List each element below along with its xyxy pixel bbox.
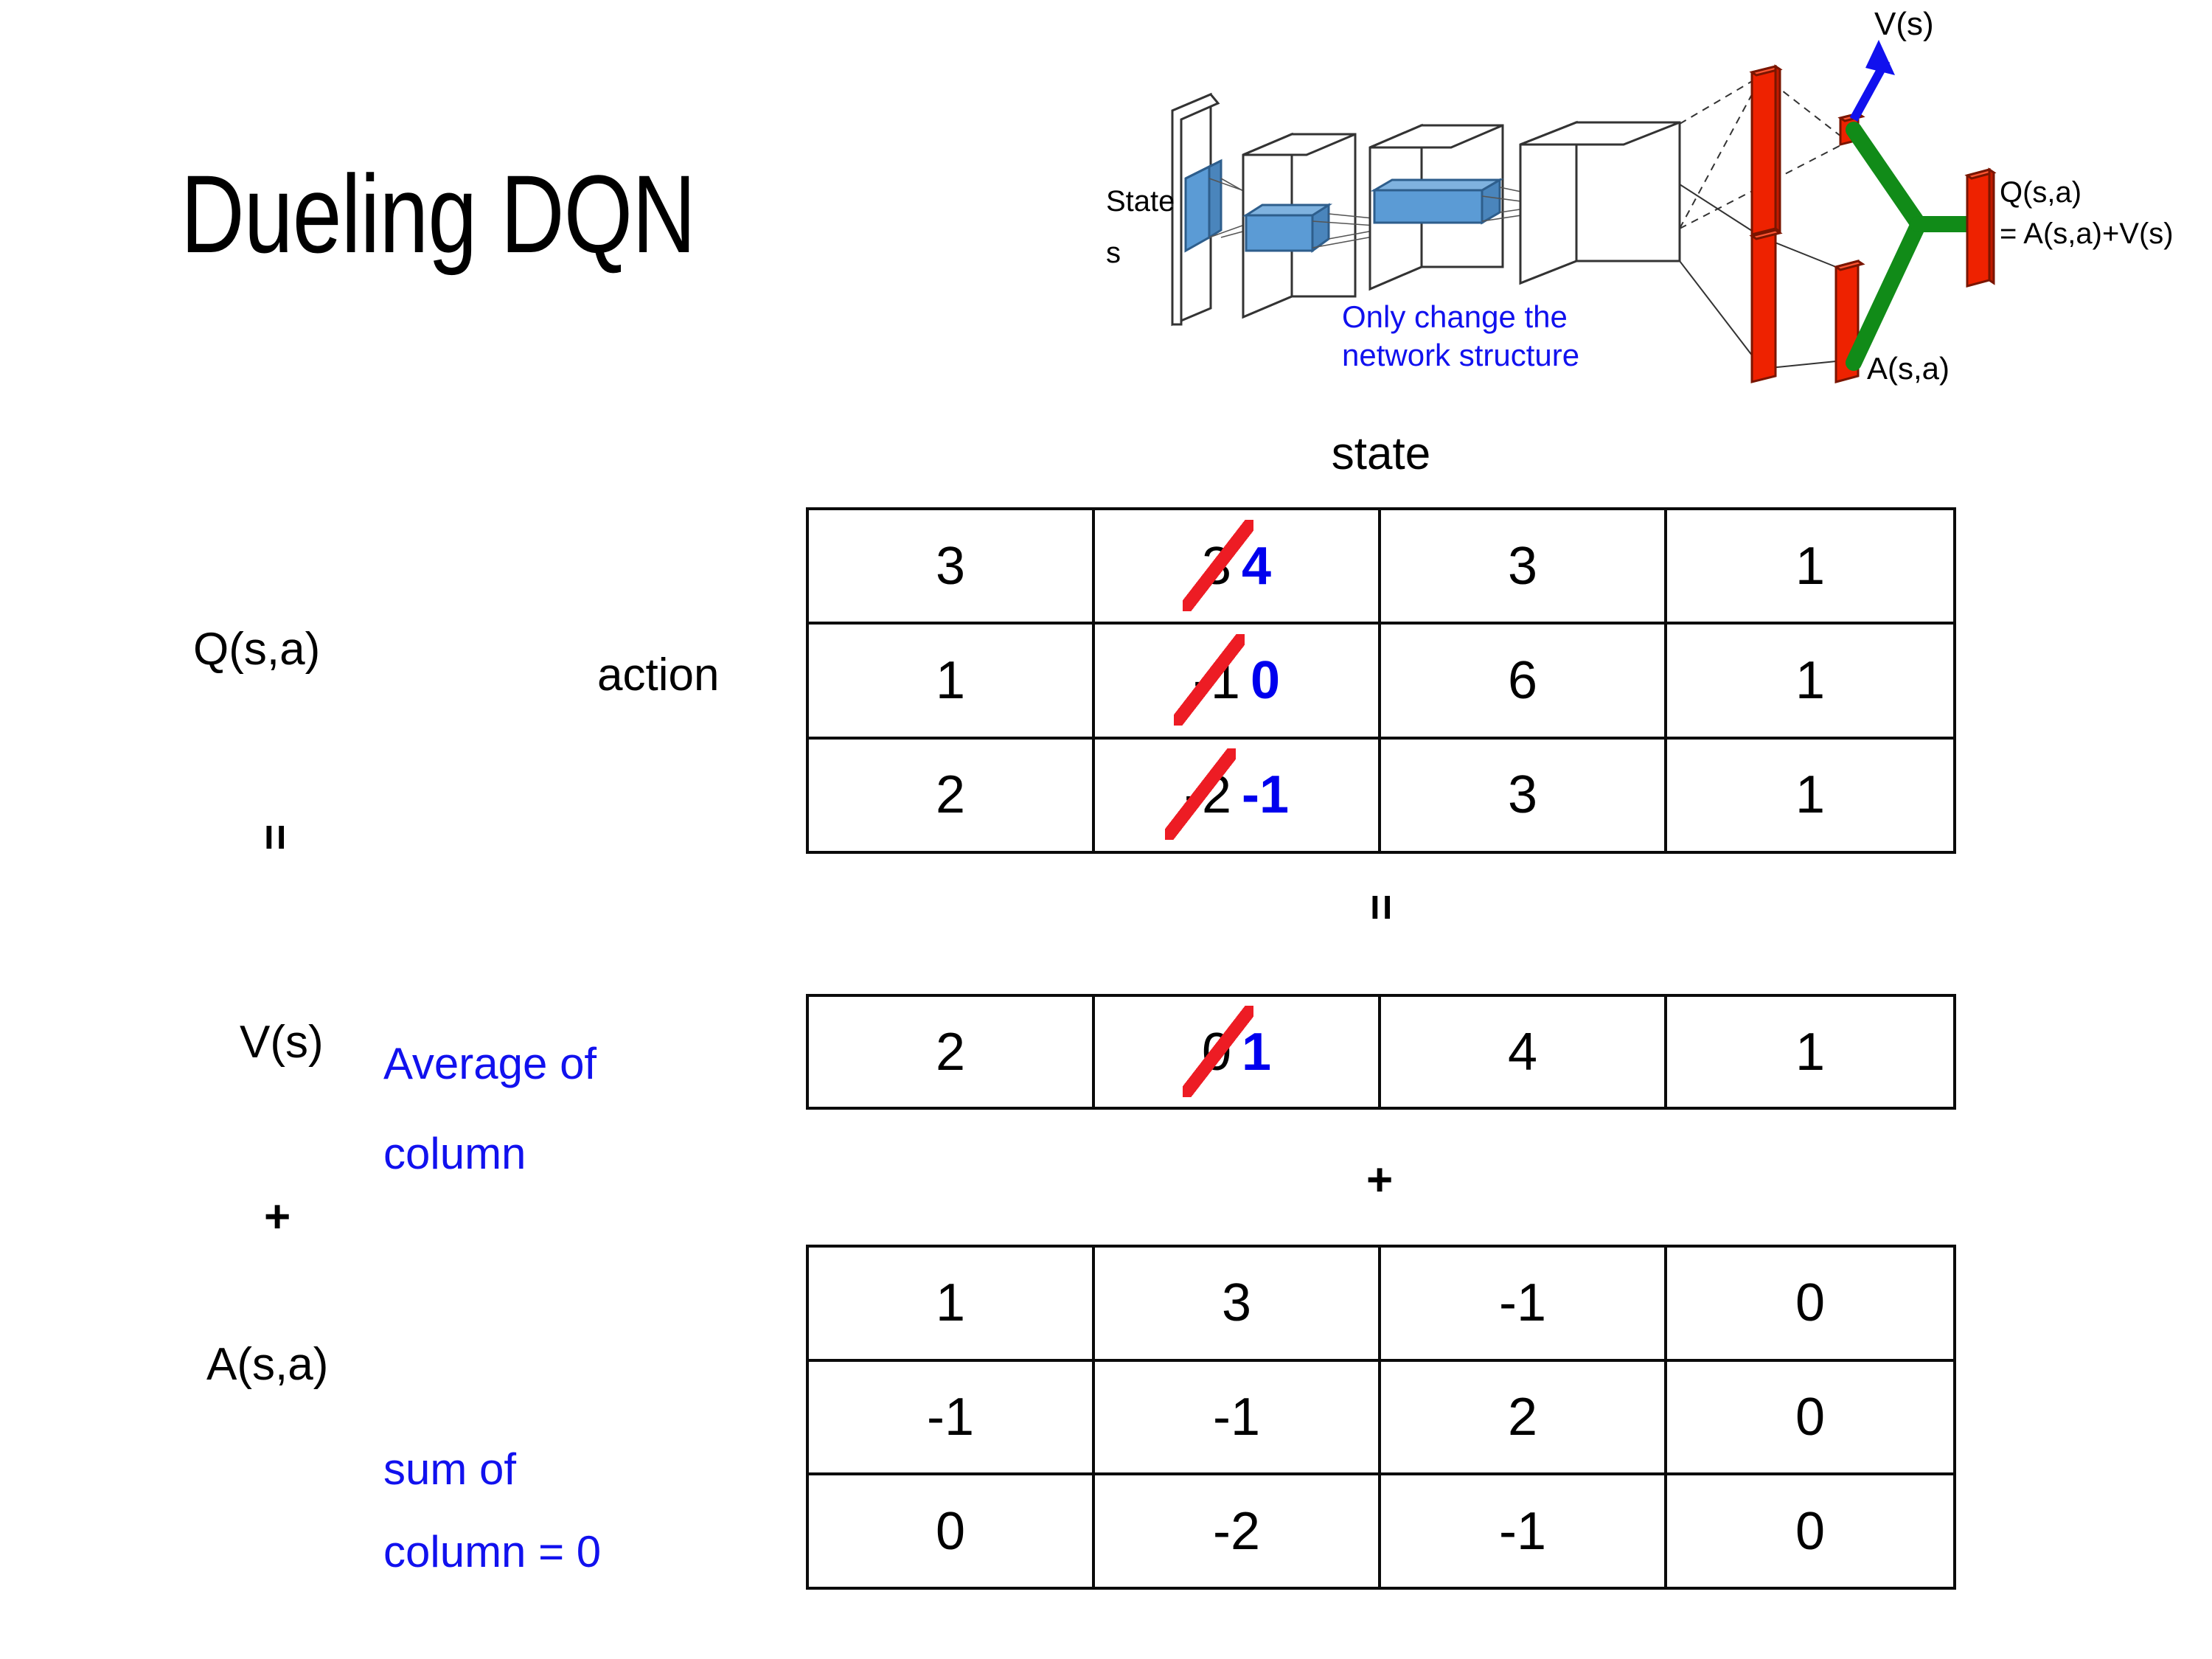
network-svg (1171, 40, 1997, 383)
a-cell-r1c3: 0 (1667, 1362, 1953, 1476)
plus-between-v-and-a: + (1366, 1155, 1394, 1206)
a-row-label: A(s,a) (206, 1339, 329, 1390)
q-cell-r1c1: -1 0 (1095, 625, 1381, 740)
feature-bar-2-icon (1370, 178, 1504, 225)
q-cell-r1c0: 1 (809, 625, 1095, 740)
v-row-label: V(s) (240, 1017, 324, 1068)
v-table: 2 0 1 4 1 (806, 994, 1956, 1110)
q-cell-r1c1-new: 0 (1250, 650, 1281, 710)
dueling-network-diagram: State s Only change the network structur… (1099, 7, 2212, 406)
a-cell-r1c2: 2 (1381, 1361, 1667, 1476)
a-cell-r2c1: -2 (1095, 1475, 1381, 1587)
a-cell-r0c2: -1 (1381, 1248, 1667, 1362)
page-title: Dueling DQN (181, 152, 696, 276)
equals-between-q-and-v: = (1355, 894, 1407, 921)
state-label-line2: s (1106, 237, 1121, 269)
q-cell-r1c2: 6 (1381, 625, 1667, 740)
v-cell-c0: 2 (809, 997, 1095, 1107)
q-cell-r2c1-new: -1 (1242, 765, 1290, 825)
q-cell-r2c1: -2 -1 (1095, 739, 1381, 851)
v-cell-c1-old: 0 (1182, 1005, 1254, 1097)
v-cell-c2: 4 (1381, 997, 1667, 1107)
v-output-label: V(s) (1874, 6, 1934, 42)
input-patch-icon (1184, 159, 1222, 253)
advantage-bar-icon (1749, 229, 1783, 383)
equals-q-decomposition: = (249, 824, 301, 851)
v-cell-c3: 1 (1795, 1022, 1826, 1082)
a-cell-r1c0: -1 (809, 1361, 1095, 1476)
q-cell-r1c3: 1 (1667, 625, 1953, 740)
conv-block-3-icon (1519, 120, 1681, 285)
q-cell-r0c1-old: 3 (1182, 519, 1254, 611)
note-line1: Only change the (1342, 299, 1568, 334)
q-cell-r0c2: 3 (1381, 510, 1667, 625)
state-axis-label: state (1331, 428, 1431, 479)
a-cell-r2c2: -1 (1381, 1475, 1667, 1587)
q-output-bar-icon (1964, 167, 1997, 288)
note-line2: network structure (1342, 338, 1580, 372)
feature-bar-1-icon (1242, 203, 1333, 253)
q-cell-r2c0: 2 (809, 739, 1095, 851)
q-cell-r0c0: 3 (809, 510, 1095, 625)
q-row-label: Q(s,a) (193, 624, 321, 675)
q-cell-r0c3: 1 (1667, 510, 1953, 625)
q-output-label-line2: = A(s,a)+V(s) (2000, 218, 2174, 250)
a-cell-r0c3: 0 (1667, 1248, 1953, 1362)
a-cell-r1c1: -1 (1095, 1361, 1381, 1476)
state-label-line1: State (1106, 185, 1175, 218)
a-cell-r0c1: 3 (1095, 1248, 1381, 1362)
q-cell-r2c3: 1 (1795, 765, 1826, 825)
a-cell-r2c3: 0 (1795, 1501, 1826, 1561)
q-cell-r2c2: 3 (1381, 739, 1667, 851)
q-cell-r2c1-old: -2 (1164, 748, 1237, 841)
a-cell-r0c0: 1 (809, 1248, 1095, 1362)
q-table: 3 3 4 3 1 1 -1 0 6 1 2 -2 -1 3 1 (806, 507, 1956, 854)
a-output-label: A(s,a) (1867, 351, 1950, 386)
note-average-line1: Average of (383, 1039, 597, 1088)
q-output-label-line1: Q(s,a) (2000, 176, 2082, 209)
a-table: 1 3 -1 0 -1 -1 2 0 0 -2 -1 0 (806, 1245, 1956, 1590)
value-bar-icon (1749, 64, 1783, 236)
note-average-line2: column (383, 1129, 526, 1178)
merge-green-icon (1846, 122, 1981, 371)
v-cell-c1: 0 1 (1095, 997, 1381, 1107)
plus-v-plus-a: + (264, 1192, 291, 1242)
note-sum-line1: sum of (383, 1444, 517, 1494)
a-cell-r2c0: 0 (809, 1475, 1095, 1587)
action-axis-label: action (597, 650, 720, 700)
q-cell-r0c1-new: 4 (1242, 536, 1272, 596)
note-sum-line2: column = 0 (383, 1527, 602, 1576)
q-cell-r0c1: 3 4 (1095, 510, 1381, 625)
v-cell-c1-new: 1 (1242, 1022, 1272, 1082)
q-cell-r1c1-old: -1 (1173, 633, 1245, 726)
v-arrow-icon (1849, 40, 1895, 122)
